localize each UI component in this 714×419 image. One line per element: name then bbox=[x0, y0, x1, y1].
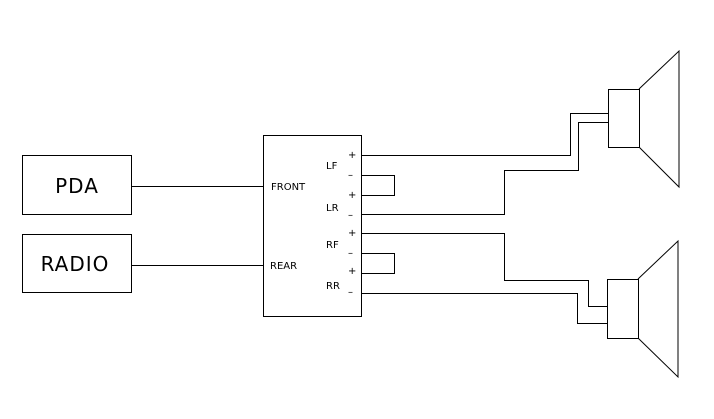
rf-minus: – bbox=[348, 248, 353, 259]
front-input-label: FRONT bbox=[271, 182, 306, 193]
lr-label: LR bbox=[326, 203, 339, 214]
lr-minus: – bbox=[348, 210, 353, 221]
right-bridge-jumper bbox=[362, 253, 395, 274]
top-speaker-magnet bbox=[608, 89, 640, 148]
rear-input-label: REAR bbox=[270, 261, 297, 272]
bottom-speaker-magnet bbox=[607, 279, 639, 339]
lf-minus: – bbox=[348, 170, 353, 181]
lf-label: LF bbox=[326, 161, 338, 172]
rr-plus: + bbox=[348, 266, 356, 277]
lr-plus: + bbox=[348, 190, 356, 201]
radio-box bbox=[22, 234, 132, 293]
pda-box bbox=[22, 155, 132, 215]
rr-minus-wire bbox=[362, 293, 608, 324]
radio-label: RADIO bbox=[41, 252, 110, 276]
left-bridge-jumper bbox=[362, 175, 395, 196]
lr-minus-wire bbox=[362, 122, 608, 215]
lf-plus-wire bbox=[362, 113, 608, 156]
top-speaker-cone-icon bbox=[638, 49, 680, 189]
rf-plus-wire bbox=[362, 233, 608, 307]
rr-label: RR bbox=[326, 281, 340, 292]
rr-minus: – bbox=[348, 287, 353, 298]
amplifier-box bbox=[263, 135, 362, 317]
bottom-speaker-cone-icon bbox=[637, 239, 679, 379]
rf-plus: + bbox=[348, 228, 356, 239]
pda-label: PDA bbox=[55, 174, 99, 198]
lf-plus: + bbox=[348, 150, 356, 161]
rf-label: RF bbox=[326, 240, 339, 251]
